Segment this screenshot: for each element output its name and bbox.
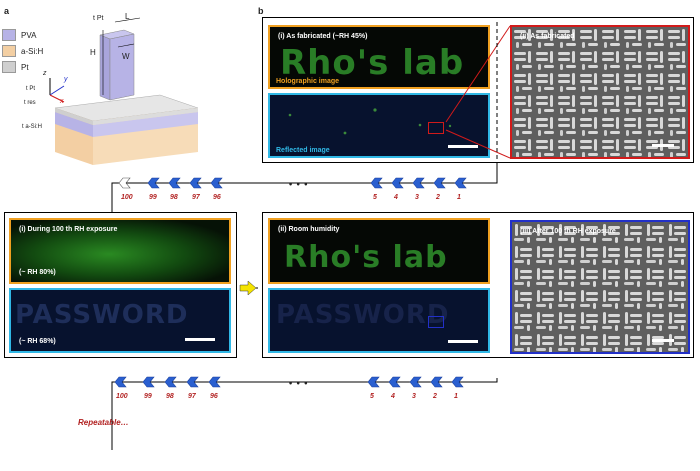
panel-title: (iii) After 100 th RH exposure (520, 228, 616, 235)
cycle-number: 99 (149, 194, 157, 201)
reflection-dots (288, 108, 452, 135)
rh-label-bottom: (~ RH 68%) (19, 338, 56, 345)
sem-pattern (512, 27, 688, 157)
cycle-chevron-icon (409, 376, 422, 388)
room-humidity-holographic-image: (ii) Room humidity Rho's lab (268, 218, 490, 284)
panel-title: (ii) Room humidity (278, 226, 340, 233)
cycle-number: 1 (454, 393, 458, 400)
cycle-chevron-icon (186, 376, 199, 388)
cycle-number: 3 (412, 393, 416, 400)
cycle-chevron-icon (367, 376, 380, 388)
after-exposure-sem-image: (iii) After 100 th RH exposure (510, 220, 690, 354)
cycle-number: 97 (192, 194, 200, 201)
cycle-number: 1 (457, 194, 461, 201)
pva-swatch (2, 29, 16, 41)
transition-arrow-icon (239, 280, 257, 296)
axis-x-label: x (60, 98, 64, 105)
legend-item-pva: PVA (2, 29, 36, 41)
reflected-caption: Reflected image (276, 147, 330, 154)
cycle-number: 3 (415, 194, 419, 201)
cycle-number: 4 (391, 393, 395, 400)
dim-w-label: W (122, 52, 130, 61)
dim-l-label: L (125, 12, 130, 21)
scale-bar (652, 339, 674, 342)
repeatable-label: Repeatable… (78, 418, 129, 427)
sem-pattern (512, 222, 688, 352)
cycle-number: 5 (373, 194, 377, 201)
panel-label-b: b (258, 6, 264, 16)
dim-h-label: H (90, 48, 96, 57)
top-sem-image: (ii) As fabricated (510, 25, 690, 159)
zoom-box (428, 122, 444, 134)
cycle-chevron-icon (168, 177, 181, 189)
room-humidity-reflected-image: PASSWORD (268, 288, 490, 353)
holographic-text: Rho's lab (284, 240, 448, 275)
cycle-chevron-icon (208, 376, 221, 388)
cycle-number: 96 (210, 393, 218, 400)
exposure-reflected-image: PASSWORD (~ RH 68%) (9, 288, 231, 353)
cycle-number: 100 (121, 194, 133, 201)
cycle-chevron-icon (210, 177, 223, 189)
legend-item-pt: Pt (2, 61, 29, 73)
cycle-number: 96 (213, 194, 221, 201)
cycle-chevron-icon (142, 376, 155, 388)
asih-swatch (2, 45, 16, 57)
cycle-chevron-icon (391, 177, 404, 189)
t-asih-label: t a-Si:H (22, 124, 43, 130)
legend-label: a-Si:H (21, 46, 44, 56)
dim-tpt-top-label: t Pt (93, 15, 104, 22)
panel-title: (ii) As fabricated (520, 33, 575, 40)
scale-bar (652, 144, 674, 147)
cycle-number: 98 (166, 393, 174, 400)
cycle-number: 97 (188, 393, 196, 400)
legend-label: PVA (21, 30, 37, 40)
panel-title: (i) During 100 th RH exposure (19, 226, 118, 233)
cycle-number: 5 (370, 393, 374, 400)
cycle-chevron-icon (388, 376, 401, 388)
cycle-chevron-icon (114, 376, 127, 388)
cycle-number: 2 (433, 393, 437, 400)
panel-label-a: a (4, 6, 10, 16)
cycle-chevron-icon (412, 177, 425, 189)
legend-label: Pt (21, 62, 29, 72)
cycle-chevron-icon (370, 177, 383, 189)
rh-label-top: (~ RH 80%) (19, 269, 56, 276)
cycle-chevron-icon (147, 177, 160, 189)
cycle-number: 98 (170, 194, 178, 201)
cycle-number: 100 (116, 393, 128, 400)
cycle-number: 4 (394, 194, 398, 201)
device-schematic (49, 17, 199, 165)
zoom-box (428, 316, 444, 328)
axis-y-label: y (64, 76, 68, 83)
top-holographic-image: (i) As fabricated (~RH 45%) Rho's lab Ho… (268, 25, 490, 89)
cycle-chevron-icon (189, 177, 202, 189)
scale-bar (448, 340, 478, 343)
scale-bar (448, 145, 478, 148)
scale-bar (185, 338, 215, 341)
cycle-chevron-icon (454, 177, 467, 189)
panel-title: (i) As fabricated (~RH 45%) (278, 33, 368, 40)
t-pt-label: t Pt (26, 86, 36, 92)
exposure-holographic-image: (i) During 100 th RH exposure (~ RH 80%) (9, 218, 231, 284)
cycle-number: 99 (144, 393, 152, 400)
cycle-number: 2 (436, 194, 440, 201)
cycle-chevron-icon (164, 376, 177, 388)
bottom-ellipsis: • • • (289, 378, 309, 388)
t-res-label: t res (24, 100, 36, 106)
cycle-chevron-icon (118, 177, 131, 189)
cycle-chevron-icon (451, 376, 464, 388)
password-text: PASSWORD (15, 300, 189, 330)
legend-item-asih: a-Si:H (2, 45, 43, 57)
password-text: PASSWORD (276, 300, 450, 330)
cycle-chevron-icon (430, 376, 443, 388)
top-ellipsis: • • • (289, 179, 309, 189)
pt-swatch (2, 61, 16, 73)
holographic-caption: Holographic image (276, 78, 340, 85)
cycle-chevron-icon (433, 177, 446, 189)
axis-z-label: z (43, 70, 47, 77)
holographic-text: Rho's lab (280, 43, 465, 83)
top-reflected-image: Reflected image (268, 93, 490, 158)
